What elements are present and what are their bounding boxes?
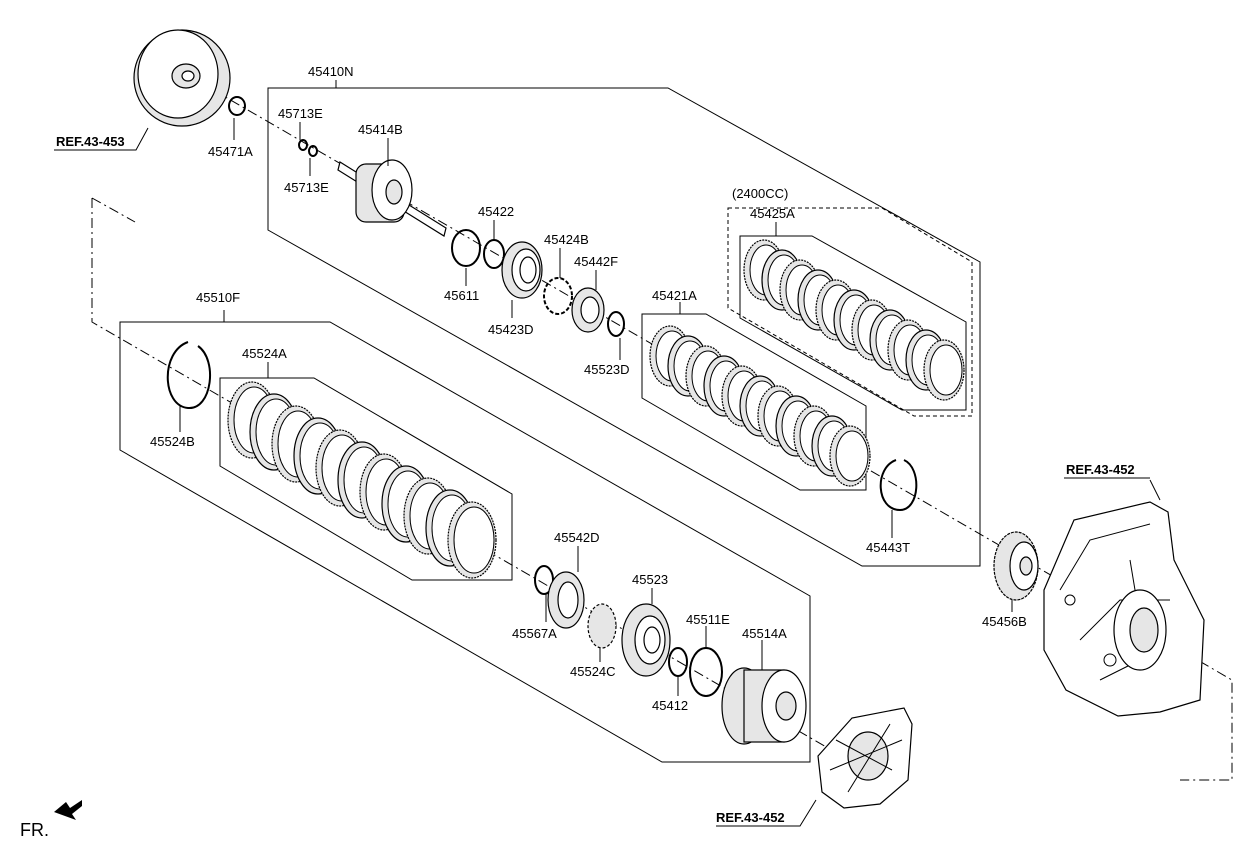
ring-45511E [689,647,723,697]
label-45713E-b: 45713E [284,180,329,195]
ring-45471A [228,96,246,116]
ring-45713E-a [298,139,308,151]
front-arrow-icon [54,800,82,820]
ref-label-43-453: REF.43-453 [56,134,125,149]
label-45421A: 45421A [652,288,697,303]
box-45425A [739,235,967,411]
axis-line-upper [195,79,1233,781]
label-45567A: 45567A [512,626,557,641]
label-45456B: 45456B [982,614,1027,629]
outline-45510F [119,321,811,763]
hub-45524C [587,603,617,649]
label-45523: 45523 [632,572,668,587]
label-45423D: 45423D [488,322,534,337]
clutch-plate-inner [835,430,869,482]
label-45510F: 45510F [196,290,240,305]
clutch-plate-inner [453,506,495,574]
axis-line-lower [91,197,829,749]
label-45422: 45422 [478,204,514,219]
dashed-box-2400CC [727,207,973,417]
spring-45424B [543,277,573,315]
label-45442F: 45442F [574,254,618,269]
label-45542D: 45542D [554,530,600,545]
label-45524B: 45524B [150,434,195,449]
label-45412: 45412 [652,698,688,713]
label-2400CC: (2400CC) [732,186,788,201]
label-45410N: 45410N [308,64,354,79]
label-45424B: 45424B [544,232,589,247]
label-45524C: 45524C [570,664,616,679]
plate-45542D [547,571,585,629]
snap-ring-45443T [879,459,918,512]
ring-45713E-b [308,145,318,157]
label-45611: 45611 [444,288,479,303]
outline-45410N [267,87,981,567]
label-45524A: 45524A [242,346,287,361]
ref-label-43-452-bottom: REF.43-452 [716,810,785,825]
label-45471A: 45471A [208,144,253,159]
drum-45514A [721,667,807,745]
label-45713E-a: 45713E [278,106,323,121]
ring-45422 [483,239,505,269]
torque-converter [133,29,231,127]
box-45524A [219,377,513,581]
label-45443T: 45443T [866,540,910,555]
transmission-housing [1043,501,1205,717]
clutch-pack-45524A [227,381,497,579]
label-45514A: 45514A [742,626,787,641]
clutch-pack-45425A [743,239,965,401]
clutch-plate-inner [929,344,963,396]
retainer-45442F [571,287,605,333]
gear-45456B [993,531,1039,601]
clutch-pack-45421A [649,325,871,487]
piston-45523 [621,603,671,677]
ref-label-43-452-top: REF.43-452 [1066,462,1135,477]
label-45414B: 45414B [358,122,403,137]
shaft-45414B [337,159,447,237]
box-45421A [641,313,867,491]
snap-ring-45524B [166,341,212,410]
ring-45412 [668,647,688,677]
label-45523D: 45523D [584,362,630,377]
label-45425A: 45425A [750,206,795,221]
ring-45611 [451,229,481,267]
front-direction-label: FR. [20,820,49,840]
piston-45423D [501,241,543,299]
label-45511E: 45511E [686,612,730,627]
ring-45523D [607,311,625,337]
transmission-cover [817,707,913,809]
